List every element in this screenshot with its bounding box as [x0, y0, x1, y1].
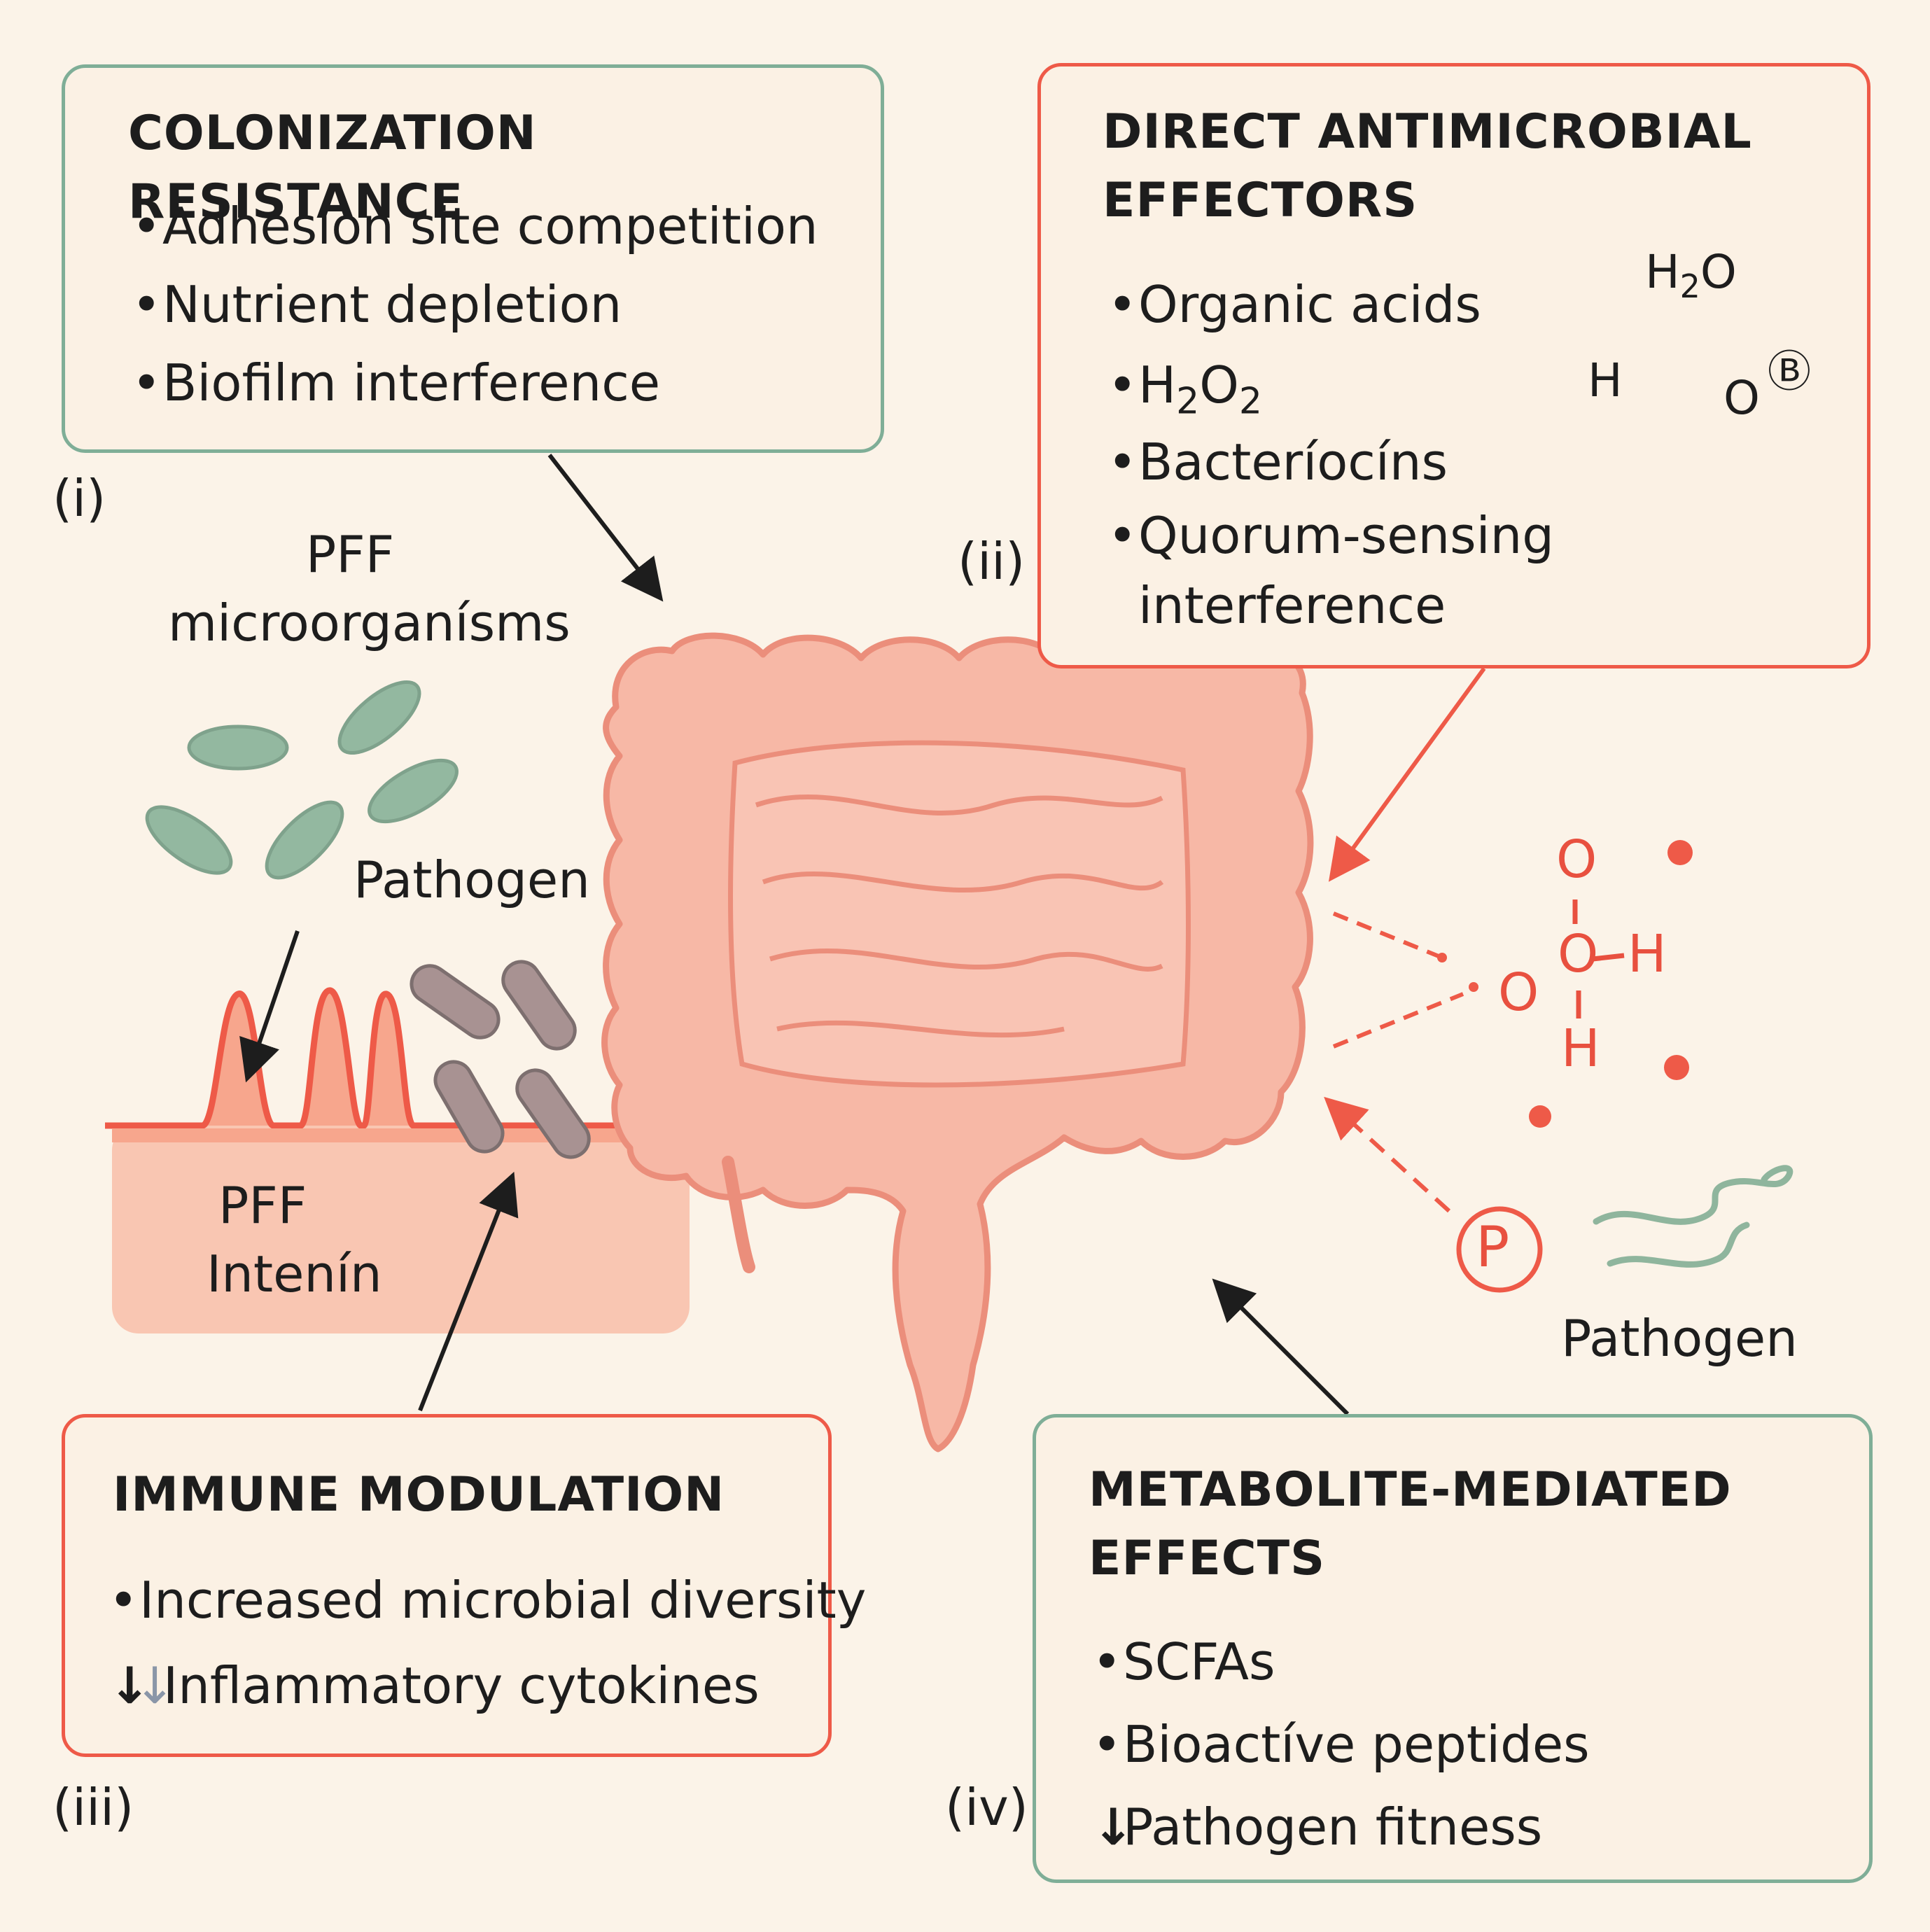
- h2o-o: O: [1700, 245, 1737, 299]
- pff-intestine-label-line-1: PFF: [218, 1176, 307, 1235]
- circled-b-icon: Ⓑ: [1768, 346, 1812, 397]
- peroxide-h-right: H: [1628, 924, 1667, 984]
- pff-microorganisms: [145, 680, 459, 880]
- item-text: Bacteríocíns: [1138, 433, 1448, 491]
- list-item: •Organic acids: [1107, 262, 1554, 346]
- peroxide-h-bottom: H: [1561, 1018, 1600, 1079]
- list-item: •Nutrient depletion: [132, 265, 818, 344]
- item-text: Increased microbial diversity: [139, 1571, 867, 1630]
- colonization-resistance-panel: COLONIZATION RESISTANCE •Adhesion site c…: [62, 64, 884, 453]
- intestine-tissue: [105, 987, 693, 1334]
- item-text: Nutrient depletion: [162, 275, 622, 334]
- pathogen-squiggle: [1593, 1165, 1793, 1268]
- bullet-mark: •: [1107, 433, 1138, 491]
- pff-microorganisms-label-line-2: microorganísms: [168, 594, 571, 652]
- item-text: Bioactíve peptides: [1123, 1715, 1590, 1774]
- formula-sub: 2: [1176, 380, 1200, 423]
- bullet-mark: •: [109, 1571, 139, 1630]
- formula-h: H: [1138, 356, 1177, 414]
- panel-title-line-2: EFFECTORS: [1103, 173, 1418, 228]
- item-text: Pathogen fitness: [1123, 1798, 1543, 1856]
- pff-microorganisms-label-line-1: PFF: [305, 525, 395, 584]
- item-text: SCFAs: [1123, 1632, 1275, 1691]
- down-arrow-icon: ↓: [134, 1656, 176, 1715]
- panel-title-line-1: DIRECT ANTIMICROBIAL: [1103, 104, 1752, 160]
- formula-sub: 2: [1238, 380, 1262, 423]
- item-text: Biofilm interference: [162, 354, 661, 412]
- bullet-mark: •: [132, 354, 162, 412]
- immune-modulation-panel: IMMUNE MODULATION •Increased microbial d…: [62, 1414, 866, 1757]
- peroxide-o-left: O: [1498, 962, 1539, 1023]
- bullet-mark: •: [1092, 1715, 1122, 1774]
- pff-intestine-label-line-2: Intenín: [207, 1245, 382, 1303]
- panel-marker-ii: (ii): [958, 532, 1026, 591]
- list-item: •SCFAs: [1092, 1620, 1590, 1703]
- list-item: •Bioactíve peptides: [1092, 1703, 1590, 1786]
- hydrogen-label: H: [1588, 354, 1623, 407]
- list-item: ↓Pathogen fitness: [1092, 1786, 1590, 1868]
- colon-illustration: [601, 632, 1314, 1452]
- bullet-mark: •: [132, 197, 162, 255]
- pathogen-rods: [410, 960, 591, 1159]
- bullet-mark: •: [1107, 275, 1138, 334]
- list-item: ↓↓Inflammatory cytokines: [109, 1643, 866, 1728]
- list-item: •Adhesion site competition: [132, 187, 818, 265]
- pathogen-badge-letter: P: [1476, 1214, 1510, 1280]
- list-item: •H2O2: [1107, 346, 1554, 424]
- metabolite-mediated-panel: METABOLITE-MEDIATED EFFECTS •SCFAs •Bioa…: [1033, 1414, 1873, 1883]
- bullet-mark: •: [132, 275, 162, 334]
- connector-arrows: [239, 454, 1350, 1416]
- panel-title: COLONIZATION RESISTANCE: [128, 106, 537, 230]
- bullet-mark: •: [1107, 356, 1138, 414]
- list-item: •Quorum-sensing: [1107, 500, 1554, 570]
- panel-marker-iv: (iv): [945, 1778, 1028, 1837]
- pathogen-label-left: Pathogen: [354, 850, 590, 909]
- item-text: interference: [1138, 576, 1446, 635]
- down-arrow-icon: ↓: [1092, 1798, 1135, 1856]
- peroxide-molecule-bonds: [1437, 840, 1693, 1128]
- peroxide-o-top: O: [1556, 830, 1597, 890]
- item-text: Inflammatory cytokines: [163, 1656, 760, 1715]
- panel-item-list: •Adhesion site competition •Nutrient dep…: [132, 187, 818, 422]
- panel-marker-i: (i): [53, 469, 106, 528]
- list-item: •Increased microbial diversity: [109, 1558, 866, 1643]
- formula-o: O: [1199, 356, 1239, 414]
- panel-title-line-2: EFFECTS: [1089, 1531, 1326, 1586]
- bullet-mark: •: [1107, 506, 1138, 565]
- h2o-label: H2O: [1645, 245, 1737, 305]
- panel-item-list: •Organic acids •H2O2 •Bacteríocíns •Quor…: [1107, 262, 1554, 640]
- direct-antimicrobial-panel: DIRECT ANTIMICROBIAL EFFECTORS •Organic …: [1037, 63, 1870, 668]
- down-arrow-icon: ↓: [109, 1656, 151, 1715]
- item-text: Organic acids: [1138, 275, 1481, 334]
- panel-title: IMMUNE MODULATION: [113, 1467, 725, 1522]
- list-item: •Bacteríocíns: [1107, 424, 1554, 500]
- panel-marker-iii: (iii): [53, 1778, 134, 1837]
- pathogen-badge-ring: [1456, 1206, 1543, 1293]
- oxygen-label: O: [1723, 371, 1760, 425]
- list-item: interference: [1107, 570, 1554, 640]
- list-item: •Biofilm interference: [132, 344, 818, 422]
- panel-item-list: •Increased microbial diversity ↓↓Inflamm…: [109, 1558, 866, 1728]
- panel-item-list: •SCFAs •Bioactíve peptides ↓Pathogen fit…: [1092, 1620, 1590, 1868]
- h2o-h: H: [1645, 245, 1680, 299]
- peroxide-o-center: O: [1558, 924, 1599, 984]
- h2o-sub: 2: [1679, 267, 1700, 306]
- item-text: Quorum-sensing: [1138, 506, 1554, 565]
- item-text: Adhesion site competition: [162, 197, 818, 255]
- bullet-mark: •: [1092, 1632, 1122, 1691]
- panel-title-line-1: METABOLITE-MEDIATED: [1089, 1462, 1732, 1518]
- pathogen-label-right: Pathogen: [1561, 1309, 1798, 1368]
